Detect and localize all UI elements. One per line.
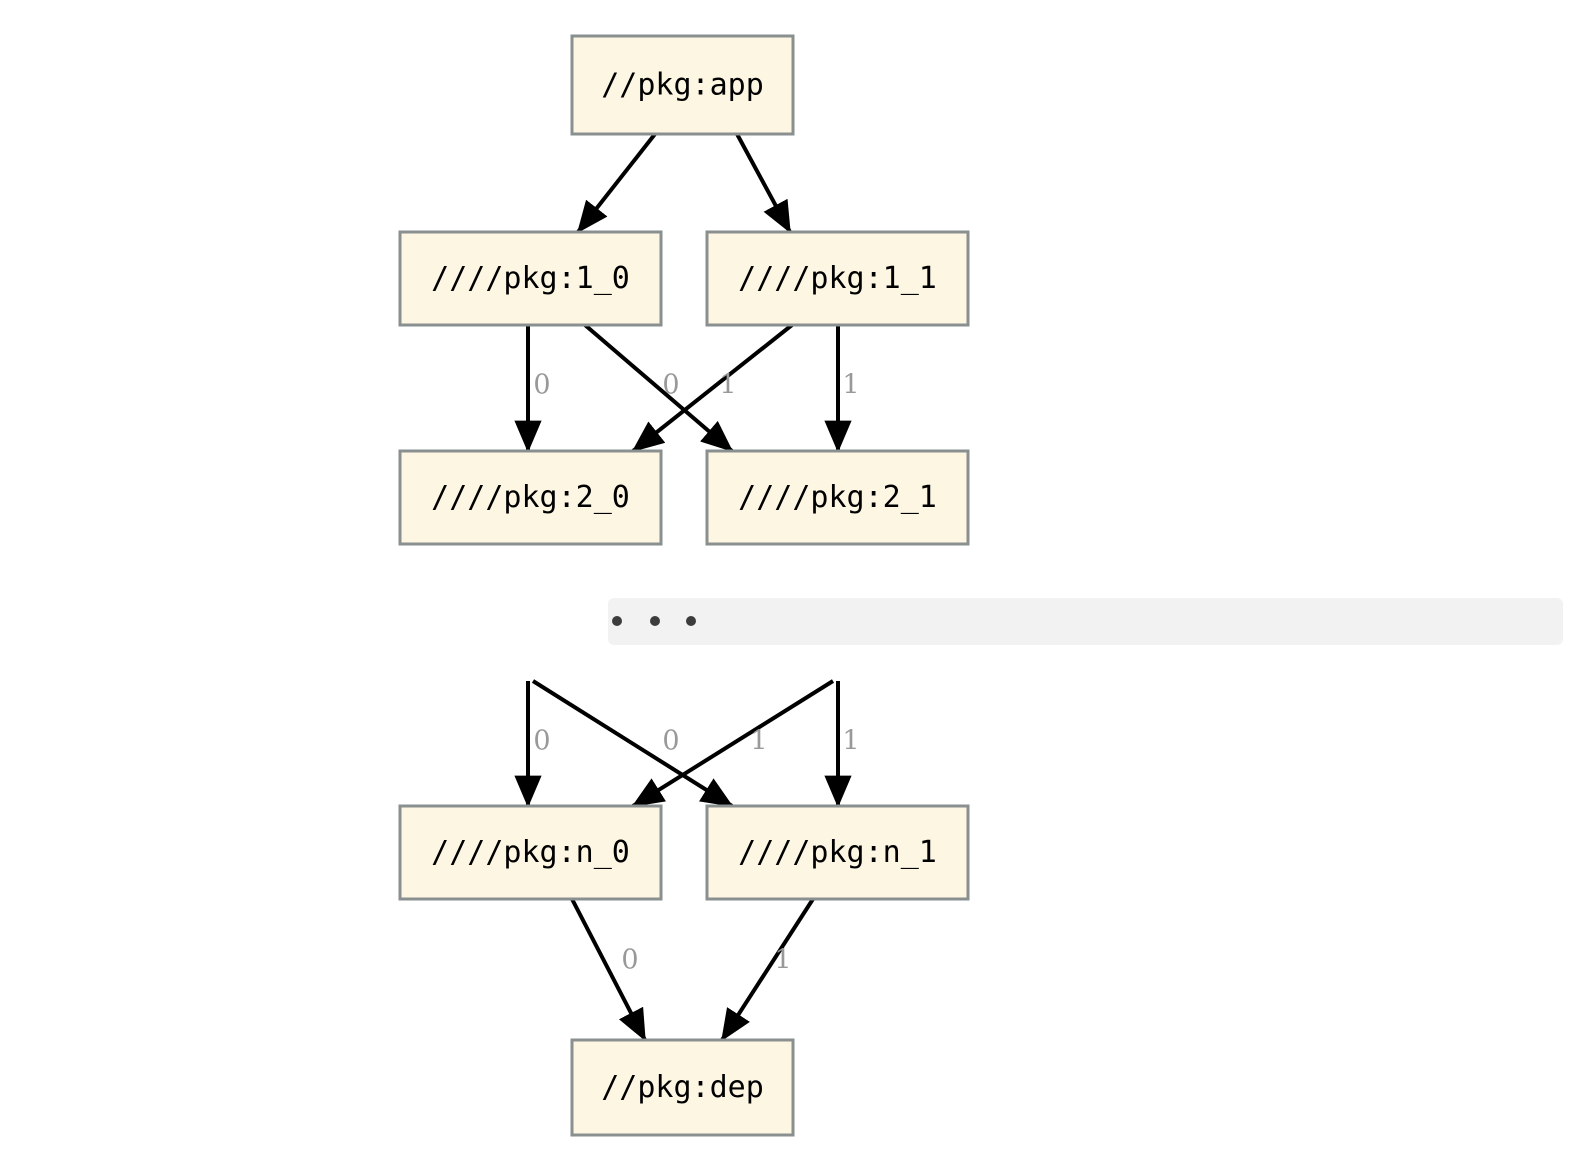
graph-node-an_0[interactable]: ////pkg:n_0: [398, 804, 663, 901]
edge-label: 1: [842, 370, 859, 401]
graph-edge: 0: [570, 898, 647, 1042]
ellipsis-dot: [612, 616, 622, 626]
graph-node-a1_0[interactable]: ////pkg:1_0: [398, 230, 663, 327]
edge-label: 1: [774, 945, 791, 976]
edge-label: 1: [750, 726, 767, 757]
edge-label: 0: [662, 370, 679, 401]
ellipsis-dot: [686, 616, 696, 626]
node-box[interactable]: [398, 230, 663, 327]
graph-edge: 0: [531, 679, 734, 808]
node-label: ////pkg:2_0: [431, 480, 630, 515]
node-label: ////pkg:n_1: [738, 835, 937, 870]
graph-node-a2_1[interactable]: ////pkg:2_1: [705, 449, 970, 546]
graph-edge: 0: [514, 681, 551, 808]
nodes-layer: //pkg:app ////pkg:1_0 ////pkg:1_1 ////pkg:2…: [398, 34, 970, 1137]
node-box[interactable]: [570, 1038, 795, 1137]
graph-node-a1_1[interactable]: ////pkg:1_1: [705, 230, 970, 327]
graph-node-app[interactable]: //pkg:app: [570, 34, 795, 136]
graph-node-dep[interactable]: //pkg:dep: [570, 1038, 795, 1137]
node-label: ////pkg:n_0: [431, 835, 630, 870]
edge-label: 0: [533, 370, 550, 401]
edge-label: 1: [842, 726, 859, 757]
ellipsis-dot: [650, 616, 660, 626]
edge-line: [583, 323, 734, 453]
edge-line: [631, 323, 794, 453]
edge-line: [531, 679, 734, 808]
graph-edge: 1: [720, 897, 815, 1042]
node-label: ////pkg:2_1: [738, 480, 937, 515]
edge-line: [735, 133, 792, 234]
graph-node-an_1[interactable]: ////pkg:n_1: [705, 804, 970, 901]
edge-line: [576, 132, 657, 234]
node-label: ////pkg:1_1: [738, 261, 937, 296]
node-box[interactable]: [398, 449, 663, 546]
graph-edge: [735, 133, 792, 234]
node-box[interactable]: [705, 230, 970, 327]
edge-line: [720, 897, 815, 1042]
graph-edge: 1: [631, 679, 835, 808]
edge-label: 0: [662, 726, 679, 757]
graph-edge: 0: [514, 325, 551, 453]
edge-line: [631, 679, 835, 808]
edge-line: [570, 898, 647, 1042]
graph-edge: 0: [583, 323, 734, 453]
node-box[interactable]: [570, 34, 795, 136]
graph-edge: 1: [824, 325, 860, 453]
graph-node-a2_0[interactable]: ////pkg:2_0: [398, 449, 663, 546]
node-box[interactable]: [705, 449, 970, 546]
graph-edge: 1: [824, 681, 860, 808]
node-box[interactable]: [705, 804, 970, 901]
node-label: //pkg:dep: [601, 1070, 764, 1105]
edges-layer: 0 0 1 1 0 0 1 1 0 1: [514, 132, 860, 1042]
edge-label: 0: [533, 726, 550, 757]
node-label: ////pkg:1_0: [431, 261, 630, 296]
edge-label: 0: [621, 945, 638, 976]
node-label: //pkg:app: [601, 68, 764, 103]
graph-edge: 1: [631, 323, 794, 453]
ellipsis-separator-band: [608, 598, 1563, 645]
separator-layer: [608, 598, 1563, 645]
node-box[interactable]: [398, 804, 663, 901]
edge-label: 1: [719, 370, 736, 401]
graph-edge: [576, 132, 657, 234]
